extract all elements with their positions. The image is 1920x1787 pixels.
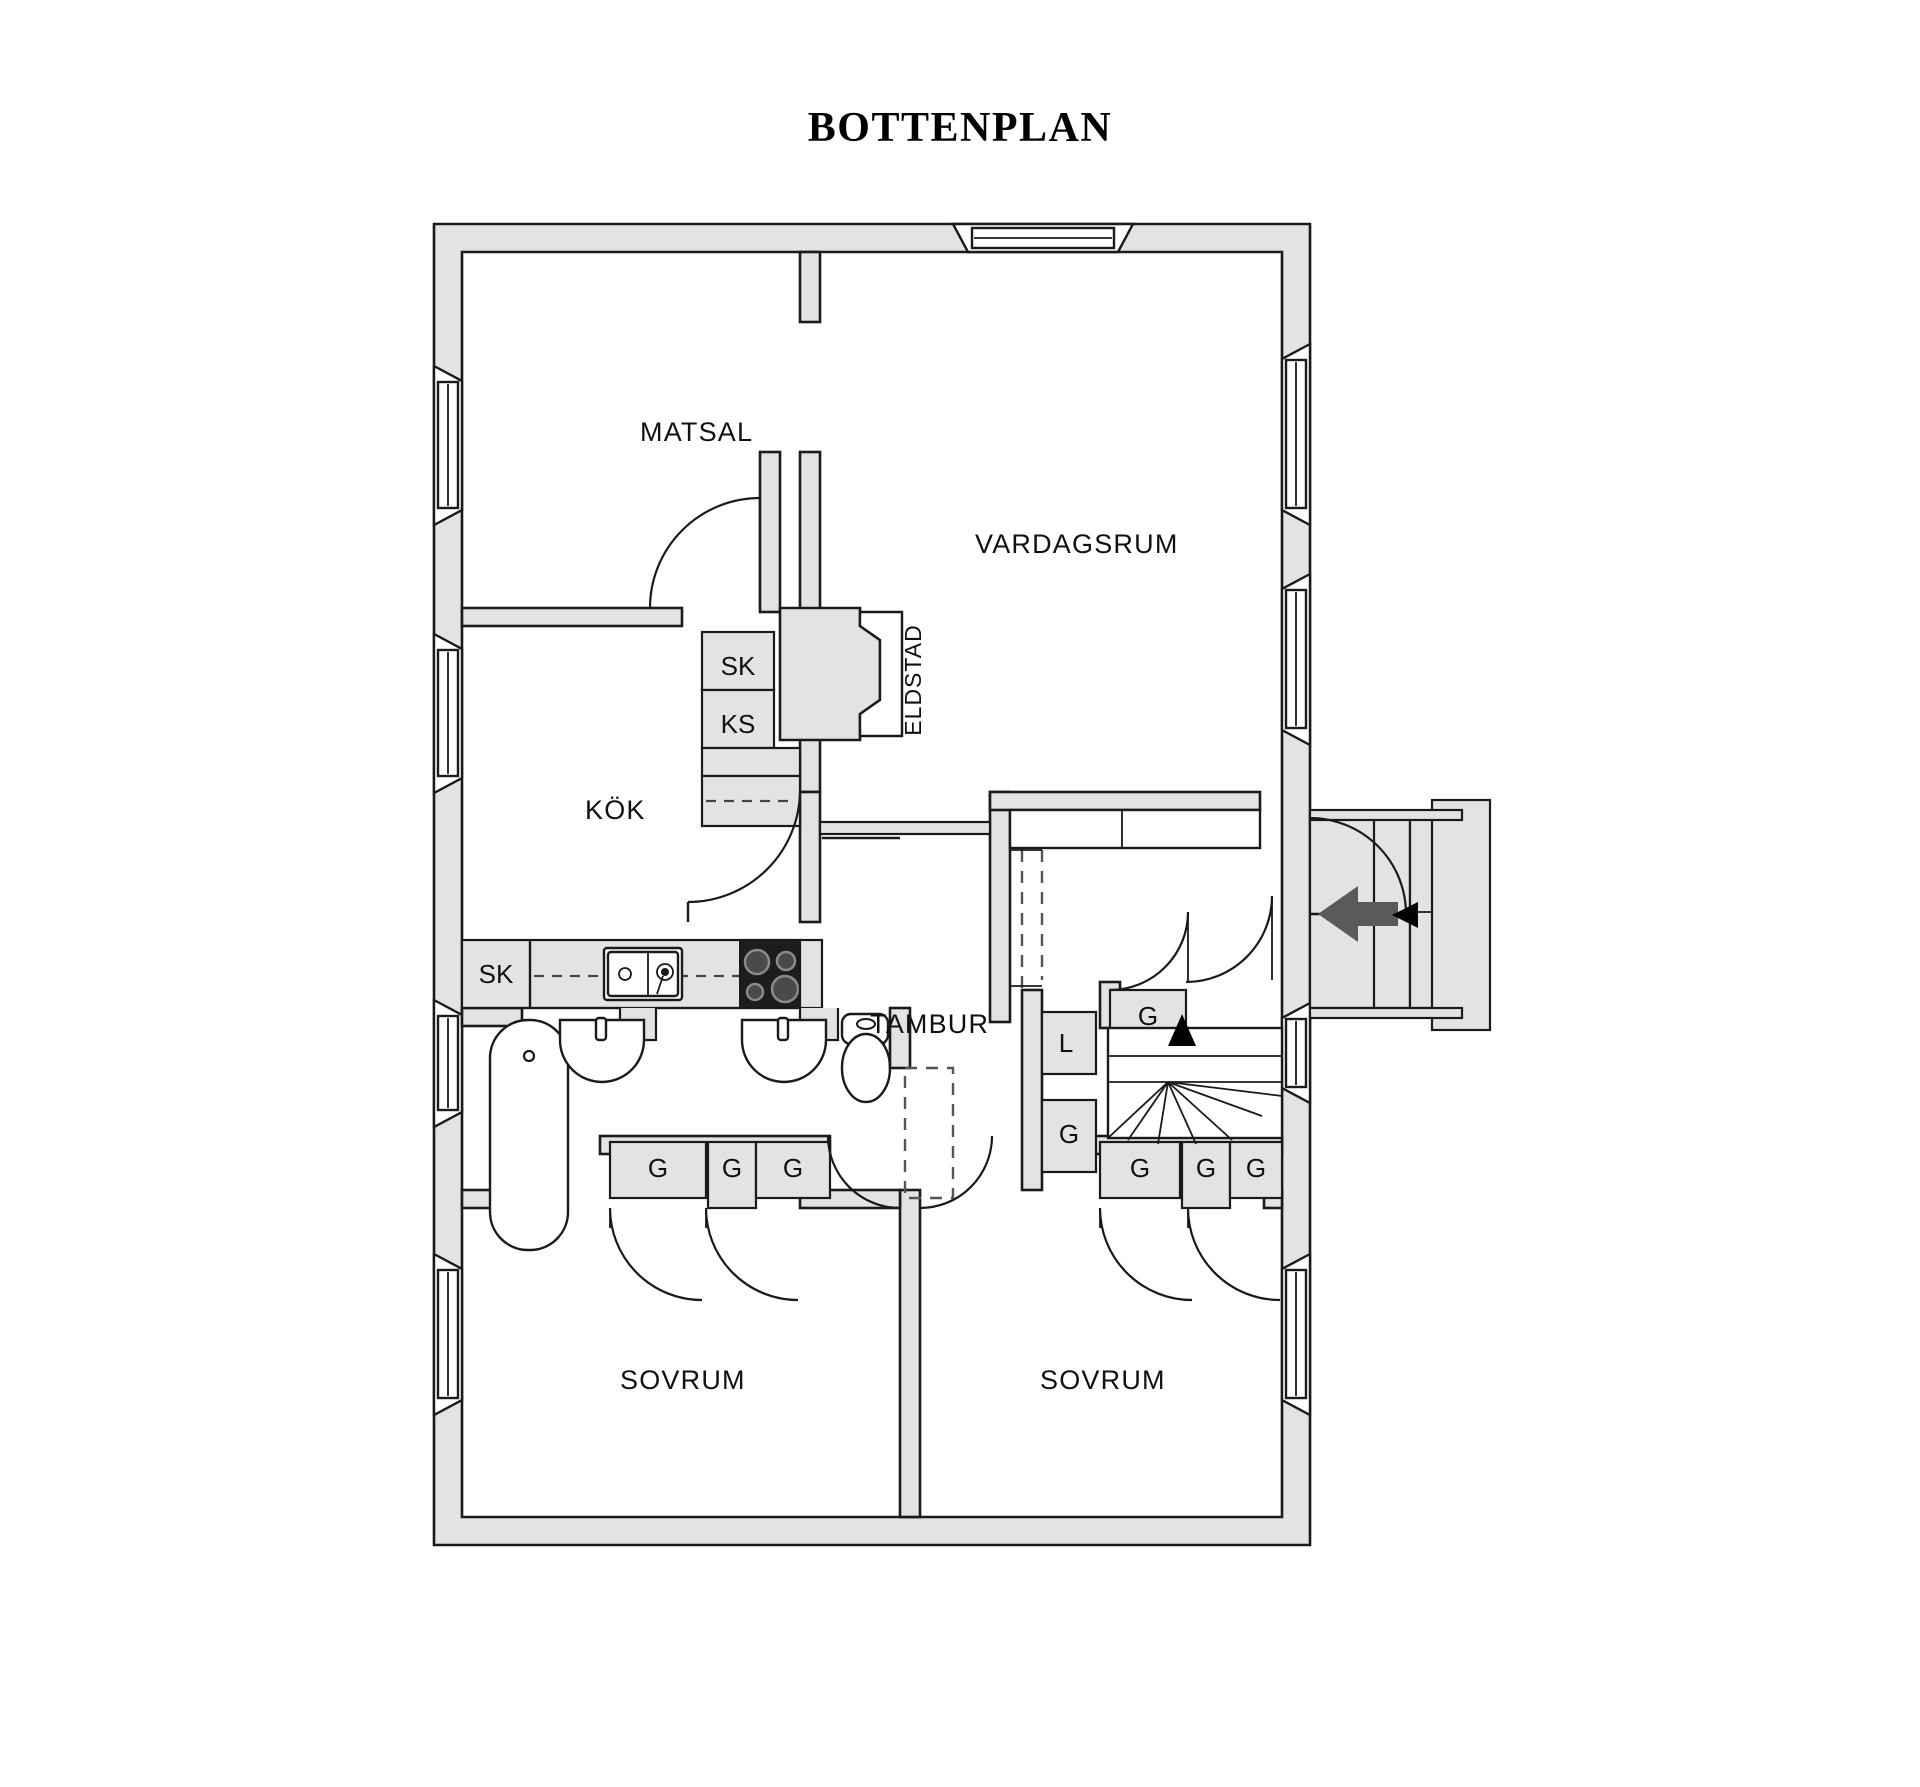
stair-winders <box>1107 1081 1283 1145</box>
toilet-icon <box>840 1012 892 1104</box>
closets-bedroom-left: G G G <box>598 1134 832 1302</box>
room-label-sovrum-left: SOVRUM <box>620 1365 746 1395</box>
ks-pantry-lower-label: KS <box>721 709 756 739</box>
step-arrow-icon <box>1392 902 1418 928</box>
washbasin-icon-1 <box>558 1016 646 1084</box>
tambur-partition-detail <box>1008 808 1262 990</box>
room-label-vardagsrum: VARDAGSRUM <box>975 529 1179 559</box>
l-linen-label: L <box>1059 1028 1073 1058</box>
pantry-block: SK KS <box>700 630 802 828</box>
exterior-walls <box>432 222 1312 1547</box>
stair-up-arrow <box>1168 1014 1196 1046</box>
bathroom-fixtures <box>462 1006 912 1252</box>
g-bed-right-1-label: G <box>1130 1153 1150 1183</box>
g-hall-upper-label: G <box>1138 1001 1158 1031</box>
room-label-sovrum-right: SOVRUM <box>1040 1365 1166 1395</box>
window-west-3 <box>432 997 464 1130</box>
room-label-tambur: TAMBUR <box>870 1009 989 1039</box>
bathtub-icon <box>488 1018 570 1252</box>
hall-closets: L G G <box>1020 895 1274 1192</box>
g-bed-left-3-label: G <box>783 1153 803 1183</box>
sk-pantry-upper-label: SK <box>721 651 756 681</box>
room-label-matsal: MATSAL <box>640 417 753 447</box>
entrance-porch <box>1308 798 1492 1032</box>
window-west-2 <box>432 631 464 796</box>
window-west-1 <box>432 363 464 528</box>
window-north <box>950 222 1136 254</box>
entry-arrow-icon <box>1318 886 1398 942</box>
g-bed-left-1-label: G <box>648 1153 668 1183</box>
kitchen-door <box>686 789 992 922</box>
page-title: BOTTENPLAN <box>807 105 1113 151</box>
g-bed-right-2-label: G <box>1196 1153 1216 1183</box>
kitchen-stove-icon <box>739 939 801 1009</box>
g-bed-right-3-label: G <box>1246 1153 1266 1183</box>
g-hall-lower-label: G <box>1059 1119 1079 1149</box>
interior-walls <box>460 250 1284 1519</box>
washbasin-icon-2 <box>740 1016 828 1084</box>
closets-bedroom-right: G G G <box>1088 1134 1284 1302</box>
staircase <box>1106 1014 1284 1145</box>
window-east-4 <box>1280 1251 1312 1418</box>
kitchen-sink-icon <box>602 946 684 1002</box>
window-east-2 <box>1280 571 1312 748</box>
window-east-1 <box>1280 341 1312 528</box>
matsal-kok-partitions <box>648 450 782 614</box>
fireplace-eldstad: ELDSTAD <box>778 606 926 742</box>
window-east-3 <box>1280 1000 1312 1106</box>
tambur-bedroom-doors <box>826 1066 994 1210</box>
window-west-4 <box>432 1251 464 1418</box>
g-bed-left-2-label: G <box>722 1153 742 1183</box>
room-labels: MATSAL VARDAGSRUM KÖK TAMBUR SOVRUM SOVR… <box>585 417 1179 1395</box>
eldstad-label: ELDSTAD <box>900 624 926 735</box>
kitchen-counter: SK <box>460 938 824 1010</box>
room-label-kok: KÖK <box>585 795 646 825</box>
windows <box>432 222 1312 1418</box>
sk-kitchen-label: SK <box>479 959 514 989</box>
